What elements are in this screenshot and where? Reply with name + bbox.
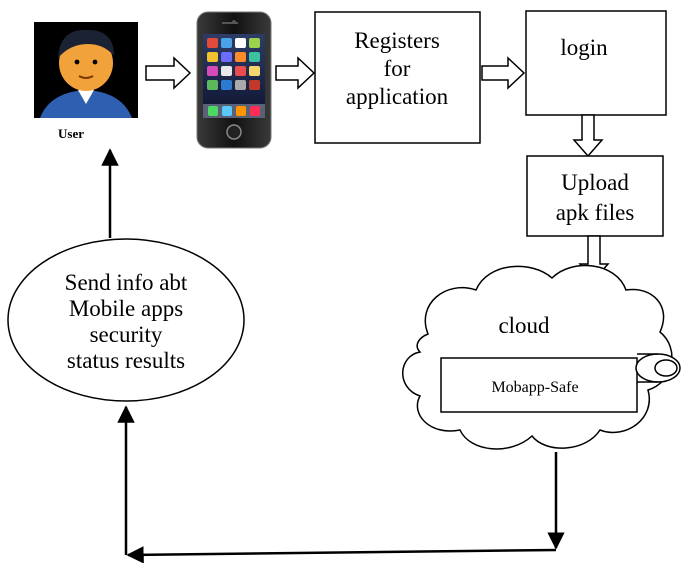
user-avatar [34,22,138,118]
hollow-arrow-user-to-phone [145,56,192,90]
hollow-arrow-register-to-login [481,56,526,90]
send-info-line-2: Mobile apps [69,296,183,321]
user-label: User [58,126,84,141]
upload-line-2: apk files [556,200,635,225]
arrow-bottom-left [126,546,557,563]
send-info-line-3: security [90,322,163,347]
login-label: login [560,35,608,60]
smartphone-icon [196,11,272,149]
register-line-1: Registers [354,28,440,53]
register-line-2: for [384,56,411,81]
hollow-arrow-login-to-upload [572,114,604,158]
login-box [525,10,667,116]
mobapp-safe-label: Mobapp-Safe [491,379,578,396]
send-info-ellipse [7,238,245,402]
send-info-line-1: Send info abt [65,270,188,295]
mobapp-safe-database [440,353,681,413]
cloud-label: cloud [498,313,550,338]
register-line-3: application [346,84,449,109]
register-box [314,11,481,144]
upload-line-1: Upload [561,170,629,195]
send-info-line-4: status results [67,348,185,373]
hollow-arrow-phone-to-register [275,56,316,90]
upload-box [526,155,664,237]
cloud-shape [402,264,673,450]
